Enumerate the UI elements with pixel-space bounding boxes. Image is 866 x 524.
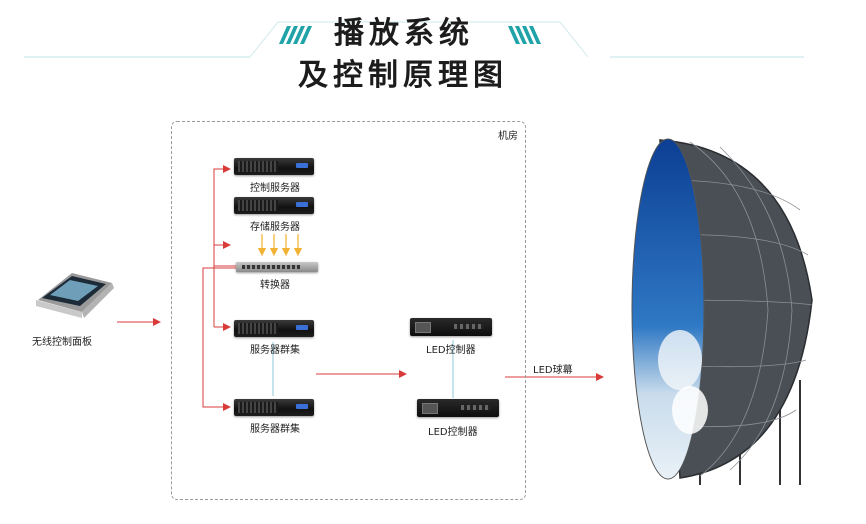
server-cluster-1-label: 服务器群集: [250, 345, 300, 356]
led-controller-1-device: [410, 318, 492, 336]
arrow-to-cluster-2: [202, 267, 236, 411]
led-dome-label: LED球幕: [533, 365, 573, 376]
room-label: 机房: [498, 131, 518, 142]
converter-label: 转换器: [260, 280, 290, 291]
arrow-to-control-server: [213, 165, 236, 267]
server-cluster-1-device: [234, 320, 314, 337]
converter-device: [236, 262, 318, 272]
led-controller-1-label: LED控制器: [426, 345, 476, 356]
control-server-device: [234, 158, 314, 175]
server-cluster-2-label: 服务器群集: [250, 424, 300, 435]
tablet-label: 无线控制面板: [32, 337, 92, 348]
led-controller-2-device: [417, 399, 499, 417]
led-controller-2-label: LED控制器: [428, 427, 478, 438]
tablet-icon: [36, 273, 114, 318]
title-slash-left-icon: [279, 26, 312, 44]
storage-server-device: [234, 197, 314, 214]
header-frame: [249, 21, 589, 58]
page-title-line-1: 播放系统: [334, 16, 474, 51]
storage-server-label: 存储服务器: [250, 222, 300, 233]
title-slash-right-icon: [508, 26, 541, 44]
storage-to-switch-arrows: [257, 234, 303, 257]
server-cluster-2-device: [234, 399, 314, 416]
led-dome-icon: [631, 138, 813, 485]
control-server-label: 控制服务器: [250, 183, 300, 194]
server-room-box: [171, 121, 526, 500]
page-title-line-2: 及控制原理图: [298, 58, 508, 93]
